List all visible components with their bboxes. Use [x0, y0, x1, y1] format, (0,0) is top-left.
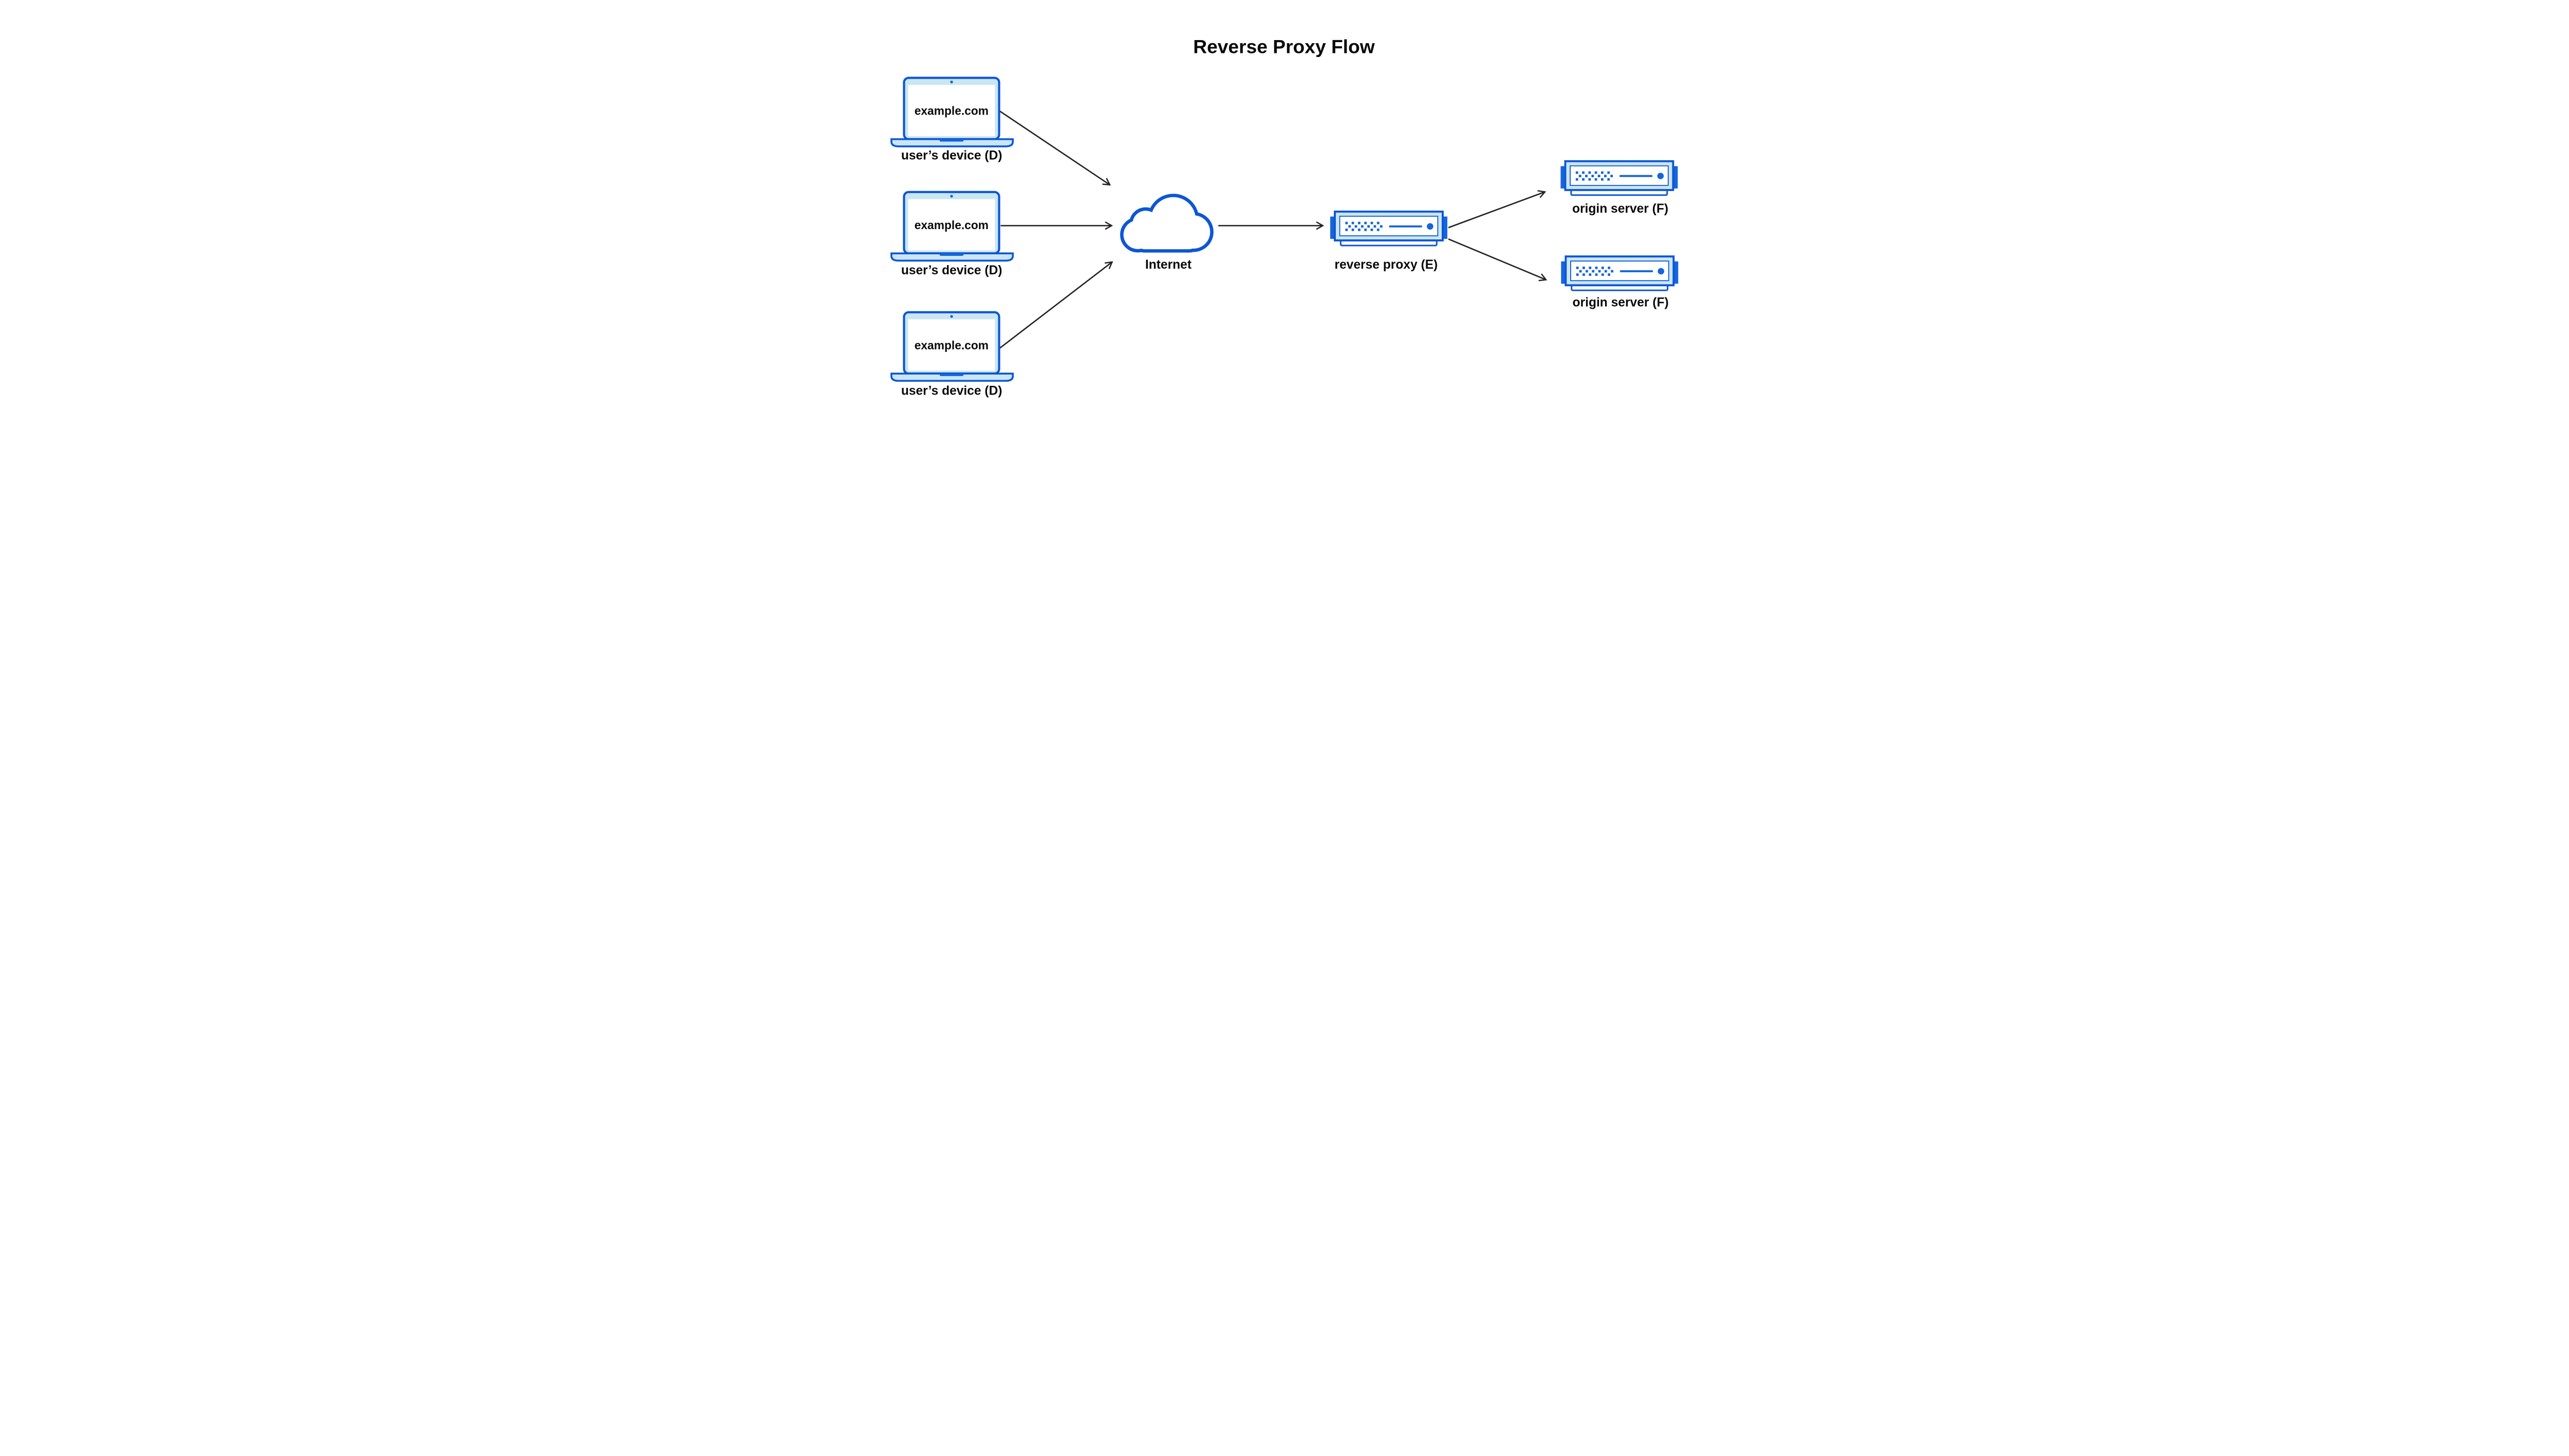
reverse-proxy-label: reverse proxy (E): [1334, 258, 1438, 272]
device2-screen-url: example.com: [915, 218, 989, 232]
origin-server-2: origin server (F): [1561, 256, 1678, 309]
arrow-proxy-to-origin1: [1448, 190, 1547, 229]
user-device-1: example.com user’s device (D): [891, 78, 1013, 162]
diagram: Reverse Proxy Flow example.com user’s de…: [848, 0, 1721, 437]
device3-screen-url: example.com: [915, 339, 989, 352]
reverse-proxy-node: reverse proxy (E): [1330, 212, 1447, 272]
user-device-3: example.com user’s device (D): [891, 312, 1013, 398]
device1-screen-url: example.com: [915, 104, 989, 117]
diagram-title: Reverse Proxy Flow: [1193, 35, 1375, 57]
origin-server-icon: [1560, 161, 1678, 195]
origin-server-icon: [1561, 256, 1678, 290]
device2-label: user’s device (D): [901, 264, 1002, 277]
origin-server-1: origin server (F): [1560, 161, 1678, 216]
device3-label: user’s device (D): [901, 384, 1002, 398]
diagram-canvas: Reverse Proxy Flow example.com user’s de…: [848, 0, 1721, 437]
origin-server2-label: origin server (F): [1573, 295, 1669, 309]
device1-label: user’s device (D): [901, 148, 1002, 162]
arrow-proxy-to-origin2: [1448, 238, 1548, 282]
user-device-2: example.com user’s device (D): [891, 192, 1013, 277]
internet-label: Internet: [1145, 258, 1192, 272]
arrow-device3-to-internet: [999, 261, 1113, 349]
internet-cloud-icon: [1120, 194, 1214, 253]
reverse-proxy-icon: [1330, 212, 1447, 246]
arrow-device1-to-internet: [999, 110, 1111, 186]
origin-server1-label: origin server (F): [1572, 202, 1668, 216]
internet-node: Internet: [1120, 194, 1214, 272]
